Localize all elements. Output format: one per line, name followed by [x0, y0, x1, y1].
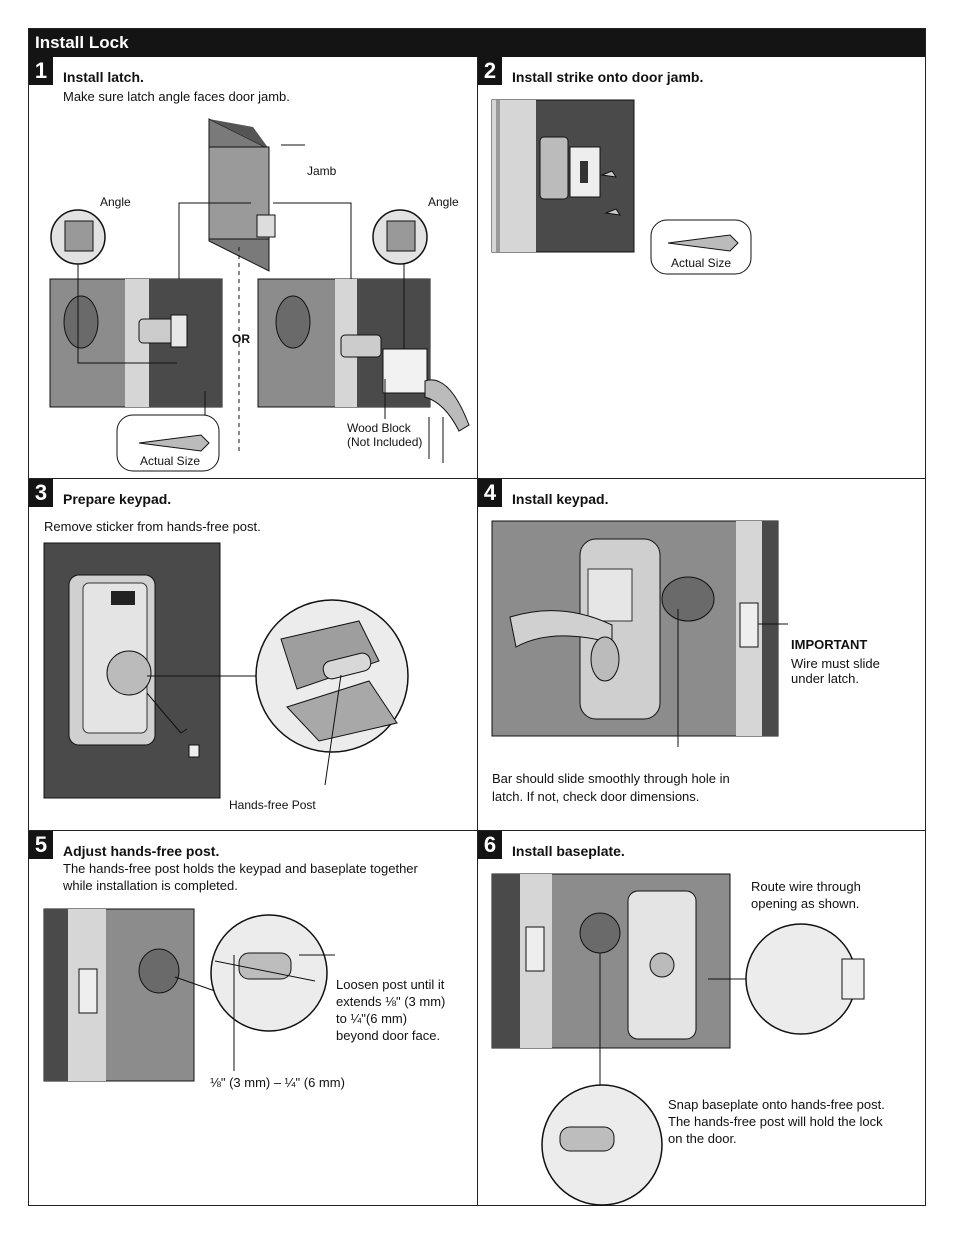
step-6-illustration	[491, 873, 865, 1206]
step-4-illustration	[491, 520, 788, 747]
step-4-title: Install keypad.	[512, 491, 609, 507]
or-label: OR	[232, 332, 250, 346]
install-lock-sheet: Install Lock 1 Install latch. Make sure …	[28, 28, 926, 1206]
actual-size-label-2: Actual Size	[671, 256, 732, 270]
step-5-subtitle-line-1: The hands-free post holds the keypad and…	[63, 861, 418, 876]
step-1-title: Install latch.	[63, 69, 144, 85]
step-2-number: 2	[478, 57, 502, 85]
row-divider-1	[29, 478, 925, 479]
actual-size-label-1: Actual Size	[140, 454, 201, 468]
hands-free-post-label: Hands-free Post	[229, 798, 316, 812]
step-1-number: 1	[29, 57, 53, 85]
step-3-number: 3	[29, 479, 53, 507]
step-6-number: 6	[478, 831, 502, 859]
angle-right-label: Angle	[428, 195, 459, 209]
step-2-panel: 2 Install strike onto door jamb. Actual …	[478, 57, 927, 478]
step-6-title: Install baseplate.	[512, 843, 625, 859]
loosen-post-line-2: extends ⅛" (3 mm)	[336, 994, 446, 1009]
step-1-subtitle: Make sure latch angle faces door jamb.	[63, 89, 290, 104]
step-1-panel: 1 Install latch. Make sure latch angle f…	[29, 57, 477, 478]
step-4-number: 4	[478, 479, 502, 507]
angle-left-label: Angle	[100, 195, 131, 209]
step-4-panel: 4 Install keypad. IMPORTANT Wire must sl…	[478, 479, 927, 830]
step-3-title: Prepare keypad.	[63, 491, 172, 507]
important-line-1: Wire must slide	[791, 656, 880, 671]
step-2-illustration	[491, 99, 752, 275]
route-wire-line-2: opening as shown.	[751, 896, 860, 911]
loosen-post-line-3: to ¼"(6 mm)	[336, 1011, 408, 1026]
wood-block-label: Wood Block	[347, 421, 411, 435]
step-3-subtitle: Remove sticker from hands-free post.	[44, 519, 261, 534]
important-label: IMPORTANT	[791, 637, 868, 652]
step-3-illustration	[43, 542, 409, 799]
bar-note-line-1: Bar should slide smoothly through hole i…	[492, 771, 730, 786]
step-5-number: 5	[29, 831, 53, 859]
snap-baseplate-line-2: The hands-free post will hold the lock	[668, 1114, 883, 1129]
loosen-post-line-1: Loosen post until it	[336, 977, 445, 992]
step-1-illustration	[49, 118, 470, 472]
step-5-panel: 5 Adjust hands-free post. The hands-free…	[29, 831, 477, 1207]
step-3-panel: 3 Prepare keypad. Remove sticker from ha…	[29, 479, 477, 830]
route-wire-line-1: Route wire through	[751, 879, 861, 894]
post-range-label: ⅛" (3 mm) – ¼" (6 mm)	[210, 1075, 345, 1090]
not-included-label: (Not Included)	[347, 435, 423, 449]
step-6-panel: 6 Install baseplate. Route wire through …	[478, 831, 927, 1207]
step-5-title: Adjust hands-free post.	[63, 843, 220, 859]
row-divider-2	[29, 830, 925, 831]
loosen-post-line-4: beyond door face.	[336, 1028, 441, 1043]
jamb-label: Jamb	[307, 164, 337, 178]
section-header: Install Lock	[29, 29, 925, 57]
step-5-subtitle-line-2: while installation is completed.	[63, 878, 238, 893]
step-2-title: Install strike onto door jamb.	[512, 69, 704, 85]
snap-baseplate-line-3: on the door.	[668, 1131, 737, 1146]
step-5-illustration	[43, 908, 335, 1082]
snap-baseplate-line-1: Snap baseplate onto hands-free post.	[668, 1097, 885, 1112]
column-divider	[477, 57, 478, 1205]
important-line-2: under latch.	[791, 671, 859, 686]
bar-note-line-2: latch. If not, check door dimensions.	[492, 789, 700, 804]
